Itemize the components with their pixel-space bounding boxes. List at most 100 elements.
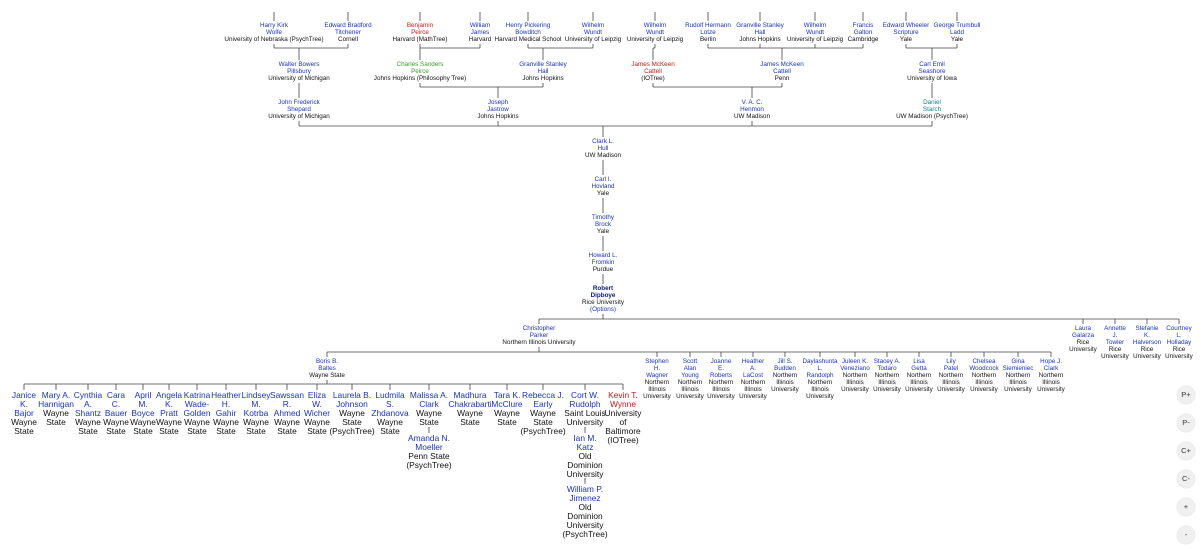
person-name[interactable]: Laura (1074, 325, 1092, 332)
person-name[interactable]: Peirce (411, 29, 429, 36)
person-name[interactable]: Gina (1011, 358, 1025, 365)
person-name[interactable]: Lindsey (241, 390, 271, 400)
person-name[interactable]: Sawssan (270, 390, 304, 400)
person-name[interactable]: Stefanie (1135, 325, 1159, 332)
person-name[interactable]: John Frederick (278, 99, 320, 106)
person-name[interactable]: Wynne (609, 399, 636, 409)
person-name[interactable]: Budden (774, 365, 796, 372)
person-name[interactable]: Henry Pickering (505, 22, 551, 29)
person-name[interactable]: Roberts (709, 372, 733, 379)
person-name[interactable]: L. (1176, 332, 1182, 339)
person-name[interactable]: Wundt (583, 29, 603, 36)
person-name[interactable]: William (469, 22, 491, 29)
person-name[interactable]: H. (221, 399, 231, 409)
control-zoom-out-button[interactable]: - (1177, 526, 1195, 544)
person-name[interactable]: Rudolph (569, 399, 601, 409)
person-name[interactable]: Jill S. (777, 358, 793, 365)
person-name[interactable]: Siemieniec (1002, 365, 1034, 372)
person-name[interactable]: Mary A. (41, 390, 71, 400)
person-name[interactable]: Titchener (334, 29, 362, 36)
person-name[interactable]: Scott (682, 358, 698, 365)
person-name[interactable]: Boris B. (315, 358, 339, 365)
control-zoom-in-button[interactable]: + (1177, 498, 1195, 516)
person-name[interactable]: C. (111, 399, 121, 409)
person-name[interactable]: Bowditch (515, 29, 541, 36)
person-name[interactable]: Laurela B. (332, 390, 372, 400)
control-p-minus-button[interactable]: P- (1177, 414, 1195, 432)
person-name[interactable]: K. (165, 399, 173, 409)
control-p-plus-button[interactable]: P+ (1177, 386, 1195, 404)
person-name[interactable]: M. (251, 399, 261, 409)
person-name[interactable]: Peirce (411, 68, 429, 75)
person-name[interactable]: Cattell (773, 68, 791, 75)
person-name[interactable]: Cort W. (571, 390, 599, 400)
person-name[interactable]: Woodcock (969, 365, 999, 372)
person-name[interactable]: Wicher (303, 408, 331, 418)
person-name[interactable]: Henmon (740, 106, 764, 113)
person-name[interactable]: Janice (11, 390, 37, 400)
person-name[interactable]: Rebecca J. (522, 390, 564, 400)
person-name[interactable]: Wundt (805, 29, 825, 36)
person-name[interactable]: H. (653, 365, 661, 372)
person-name[interactable]: Johnson (336, 399, 368, 409)
person-name[interactable]: Hope J. (1040, 358, 1062, 365)
person-name[interactable]: Hannigan (38, 399, 74, 409)
person-name[interactable]: Early (533, 399, 553, 409)
person-name[interactable]: Fromkin (591, 259, 615, 266)
person-name[interactable]: Ludmila (375, 390, 405, 400)
person-name[interactable]: Bauer (104, 408, 128, 418)
person-name[interactable]: Amanda N. (408, 433, 450, 443)
person-name[interactable]: K. (1144, 332, 1150, 339)
person-name[interactable]: Tara K. (493, 390, 521, 400)
person-name[interactable]: W. (312, 399, 322, 409)
person-name[interactable]: Todaro (877, 365, 897, 372)
person-name[interactable]: Lily (946, 358, 956, 365)
person-name[interactable]: Cynthia (73, 390, 103, 400)
person-name[interactable]: Hall (537, 68, 549, 75)
person-name[interactable]: Courtney (1166, 325, 1192, 332)
person-name[interactable]: Veneziano (840, 365, 870, 372)
person-name[interactable]: Katz (576, 442, 594, 452)
person-name[interactable]: Stacey A. (873, 358, 901, 365)
person-name[interactable]: Boyce (131, 408, 155, 418)
person-name[interactable]: Scripture (893, 29, 919, 36)
person-name[interactable]: Clark (419, 399, 439, 409)
person-name[interactable]: Lisa (913, 358, 925, 365)
person-name[interactable]: R. (282, 399, 292, 409)
person-name[interactable]: A. (84, 399, 92, 409)
person-name[interactable]: Hull (597, 145, 609, 152)
person-name[interactable]: Brock (594, 221, 612, 228)
person-name[interactable]: Rudolf Hermann (685, 22, 731, 29)
person-name[interactable]: Granville Stanley (519, 61, 567, 68)
